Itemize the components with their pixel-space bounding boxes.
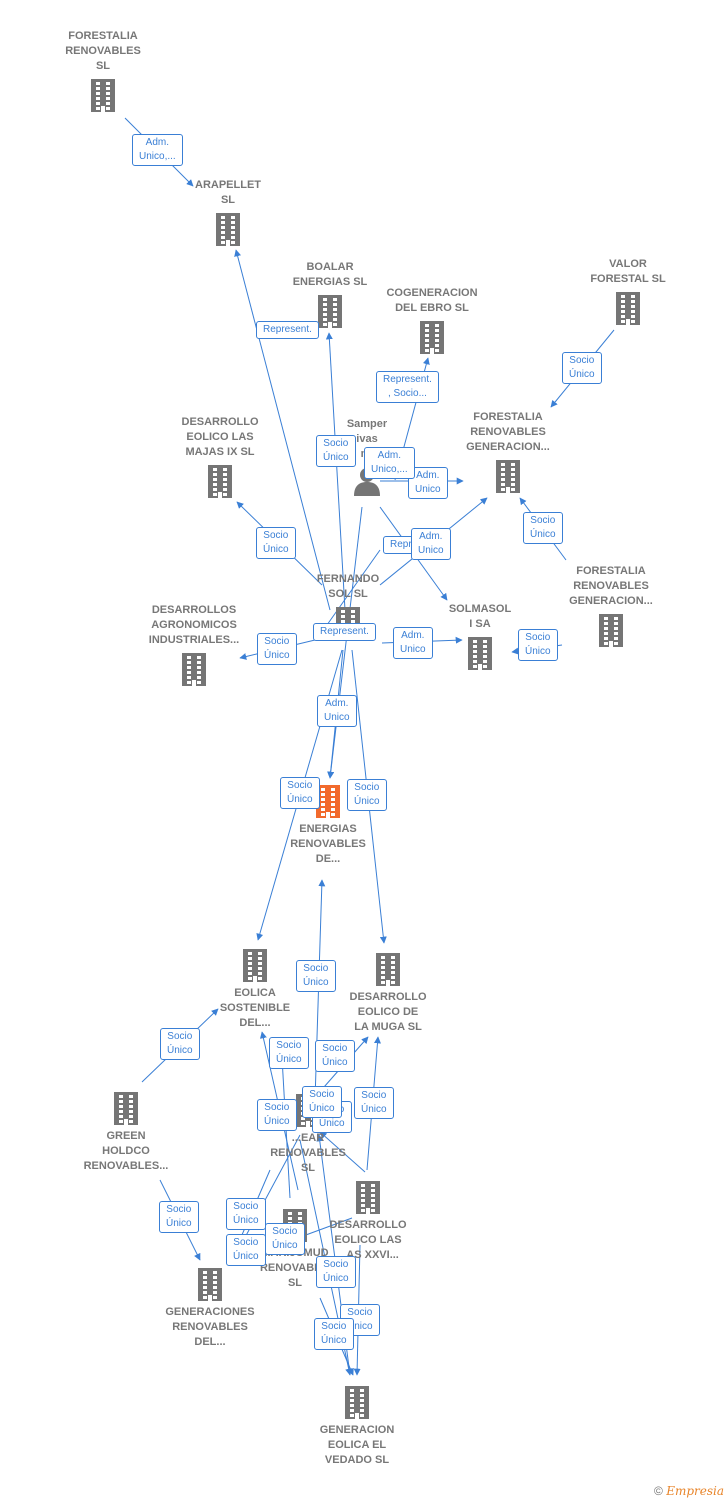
edge-label[interactable]: Socio Único bbox=[226, 1198, 266, 1230]
node-label: BOALAR ENERGIAS SL bbox=[292, 261, 368, 288]
edge-label[interactable]: Socio Único bbox=[296, 960, 336, 992]
node-label: ARAPELLET SL bbox=[195, 179, 261, 206]
node-label: FORESTALIA RENOVABLES GENERACION... bbox=[569, 565, 653, 607]
link-n9-n1 bbox=[234, 249, 331, 611]
link-n7-n9 bbox=[321, 549, 381, 633]
building-icon bbox=[468, 637, 492, 670]
link-n17-n16 bbox=[319, 1131, 366, 1173]
building-icon bbox=[243, 949, 267, 982]
node-n11[interactable]: SOLMASOL I SA bbox=[420, 602, 540, 670]
building-icon bbox=[345, 1386, 369, 1419]
building-icon bbox=[114, 1092, 138, 1125]
edge-label[interactable]: Adm. Unico bbox=[393, 627, 433, 659]
node-n14[interactable]: DESARROLLO EOLICO DE LA MUGA SL bbox=[328, 952, 448, 1035]
edge-label[interactable]: Socio Único bbox=[257, 633, 297, 665]
node-n0[interactable]: FORESTALIA RENOVABLES SL bbox=[43, 29, 163, 112]
node-label: VALOR FORESTAL SL bbox=[590, 258, 666, 285]
edge-label[interactable]: Socio Único bbox=[269, 1037, 309, 1069]
edge-label[interactable]: Adm. Unico,... bbox=[364, 447, 415, 479]
node-label: FERNANDO SOL SL bbox=[316, 573, 380, 600]
building-icon bbox=[216, 213, 240, 246]
node-n2[interactable]: BOALAR ENERGIAS SL bbox=[270, 260, 390, 328]
edge-label[interactable]: Socio Único bbox=[347, 779, 387, 811]
node-n13[interactable]: EOLICA SOSTENIBLE DEL... bbox=[195, 948, 315, 1031]
building-icon bbox=[182, 653, 206, 686]
brand-logo[interactable]: Empresia bbox=[666, 1484, 724, 1498]
building-icon bbox=[616, 292, 640, 325]
edge-label[interactable]: Socio Único bbox=[302, 1086, 342, 1118]
node-label: DESARROLLOS AGRONOMICOS INDUSTRIALES... bbox=[148, 604, 240, 646]
edge-label[interactable]: Socio Único bbox=[314, 1318, 354, 1350]
node-label: GREEN HOLDCO RENOVABLES... bbox=[83, 1130, 169, 1172]
link-n7-n12 bbox=[327, 506, 363, 779]
credit: © Empresia bbox=[654, 1484, 724, 1498]
node-n3[interactable]: COGENERACION DEL EBRO SL bbox=[372, 286, 492, 354]
node-label: ENERGIAS RENOVABLES DE... bbox=[290, 823, 366, 865]
node-label: EOLICA SOSTENIBLE DEL... bbox=[219, 987, 291, 1029]
building-icon bbox=[356, 1181, 380, 1214]
node-n8[interactable]: FORESTALIA RENOVABLES GENERACION... bbox=[551, 564, 671, 647]
building-icon bbox=[318, 295, 342, 328]
node-n5[interactable]: FORESTALIA RENOVABLES GENERACION... bbox=[448, 410, 568, 493]
node-n12[interactable]: ENERGIAS RENOVABLES DE... bbox=[268, 784, 388, 867]
edge-label[interactable]: Socio Único bbox=[518, 629, 558, 661]
building-icon bbox=[496, 460, 520, 493]
node-n4[interactable]: VALOR FORESTAL SL bbox=[568, 257, 688, 325]
edge-label[interactable]: Socio Único bbox=[523, 512, 563, 544]
node-n6[interactable]: DESARROLLO EOLICO LAS MAJAS IX SL bbox=[160, 415, 280, 498]
node-label: DESARROLLO EOLICO LAS ...AS XXVI... bbox=[329, 1219, 407, 1261]
edge-label[interactable]: Adm. Unico,... bbox=[132, 134, 183, 166]
edge-label[interactable]: Socio Único bbox=[257, 1099, 297, 1131]
edge-label[interactable]: Socio Único bbox=[316, 435, 356, 467]
node-label: GENERACION EOLICA EL VEDADO SL bbox=[319, 1424, 395, 1466]
edge-label[interactable]: Socio Único bbox=[280, 777, 320, 809]
node-label: DESARROLLO EOLICO LAS MAJAS IX SL bbox=[181, 416, 259, 458]
node-n20[interactable]: GENERACION EOLICA EL VEDADO SL bbox=[297, 1385, 417, 1468]
edge-label[interactable]: Socio Único bbox=[226, 1234, 266, 1266]
node-label: FORESTALIA RENOVABLES GENERACION... bbox=[466, 411, 550, 453]
edge-label[interactable]: Socio Único bbox=[562, 352, 602, 384]
node-n17[interactable]: DESARROLLO EOLICO LAS ...AS XXVI... bbox=[308, 1180, 428, 1263]
building-icon bbox=[420, 321, 444, 354]
building-icon bbox=[316, 785, 340, 818]
node-label: COGENERACION DEL EBRO SL bbox=[386, 287, 478, 314]
edge-label[interactable]: Represent. bbox=[256, 321, 319, 339]
node-n10[interactable]: DESARROLLOS AGRONOMICOS INDUSTRIALES... bbox=[134, 603, 254, 686]
edge-label[interactable]: Socio Único bbox=[265, 1223, 305, 1255]
node-label: FORESTALIA RENOVABLES SL bbox=[65, 30, 141, 72]
building-icon bbox=[599, 614, 623, 647]
building-icon bbox=[376, 953, 400, 986]
link-n9-n2 bbox=[325, 332, 346, 611]
building-icon bbox=[91, 79, 115, 112]
node-n19[interactable]: GENERACIONES RENOVABLES DEL... bbox=[150, 1267, 270, 1350]
edge-label[interactable]: Socio Único bbox=[160, 1028, 200, 1060]
building-icon bbox=[198, 1268, 222, 1301]
edge-label[interactable]: Represent. , Socio... bbox=[376, 371, 439, 403]
node-n15[interactable]: GREEN HOLDCO RENOVABLES... bbox=[66, 1091, 186, 1174]
node-n1[interactable]: ARAPELLET SL bbox=[168, 178, 288, 246]
node-label: GENERACIONES RENOVABLES DEL... bbox=[165, 1306, 255, 1348]
node-label: ...EAR RENOVABLES SL bbox=[270, 1132, 346, 1174]
copyright-icon: © bbox=[654, 1484, 663, 1498]
edge-label[interactable]: Represent. bbox=[313, 623, 376, 641]
edge-label[interactable]: Adm. Unico bbox=[411, 528, 451, 560]
edge-label[interactable]: Socio Único bbox=[354, 1087, 394, 1119]
edge-label[interactable]: Socio Único bbox=[159, 1201, 199, 1233]
edge-label[interactable]: Socio Único bbox=[256, 527, 296, 559]
edge-label[interactable]: Socio Único bbox=[315, 1040, 355, 1072]
edge-label[interactable]: Adm. Unico bbox=[317, 695, 357, 727]
edge-label[interactable]: Socio Único bbox=[316, 1256, 356, 1288]
building-icon bbox=[208, 465, 232, 498]
node-label: SOLMASOL I SA bbox=[448, 603, 512, 630]
node-label: DESARROLLO EOLICO DE LA MUGA SL bbox=[349, 991, 427, 1033]
